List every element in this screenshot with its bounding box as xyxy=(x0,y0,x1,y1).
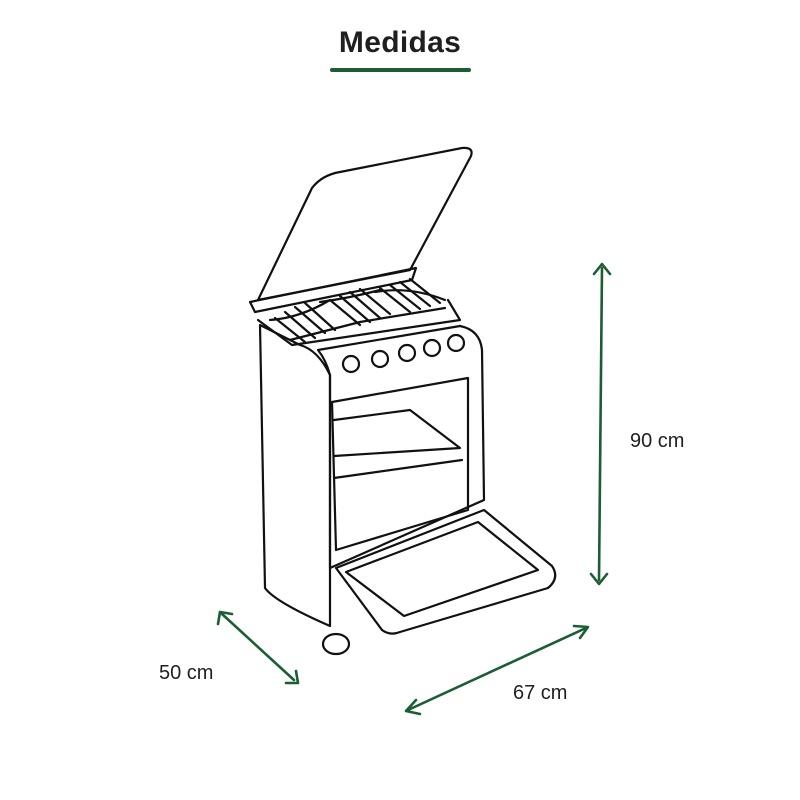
depth-arrowhead-bottom xyxy=(284,669,300,685)
stove-lid xyxy=(256,146,473,302)
oven-opening xyxy=(330,376,470,552)
height-arrow xyxy=(597,266,604,582)
grates xyxy=(268,277,447,344)
width-label: 67 cm xyxy=(513,682,568,704)
stove-body-front xyxy=(316,324,486,570)
height-arrowhead-bottom xyxy=(589,572,609,586)
cooktop xyxy=(256,298,462,347)
title-underline xyxy=(330,68,471,72)
oven-rack xyxy=(332,408,462,458)
oven-door xyxy=(334,508,557,635)
page-title: Medidas xyxy=(338,26,462,59)
width-arrowhead-right xyxy=(572,624,590,640)
knobs xyxy=(341,333,466,374)
wheel xyxy=(321,632,351,656)
width-arrow xyxy=(406,626,588,712)
depth-label: 50 cm xyxy=(159,662,214,684)
width-arrowhead-left xyxy=(404,698,422,716)
stove-body-side xyxy=(258,323,332,628)
height-label: 90 cm xyxy=(630,430,685,452)
height-arrowhead-top xyxy=(592,262,612,276)
depth-arrowhead-top xyxy=(216,610,234,626)
depth-arrow xyxy=(220,612,296,682)
